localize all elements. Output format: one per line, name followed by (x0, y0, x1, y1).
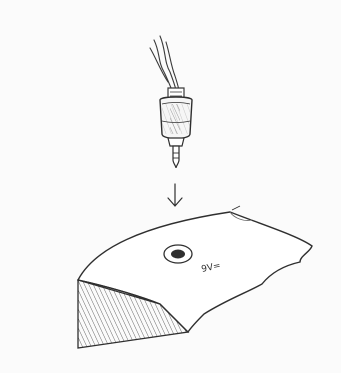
cable-wires (150, 36, 179, 90)
plug-collar (168, 138, 184, 146)
down-arrow-icon (168, 184, 182, 206)
plug-pin (173, 146, 179, 168)
plug-body (160, 97, 192, 139)
jack-socket (164, 245, 192, 263)
